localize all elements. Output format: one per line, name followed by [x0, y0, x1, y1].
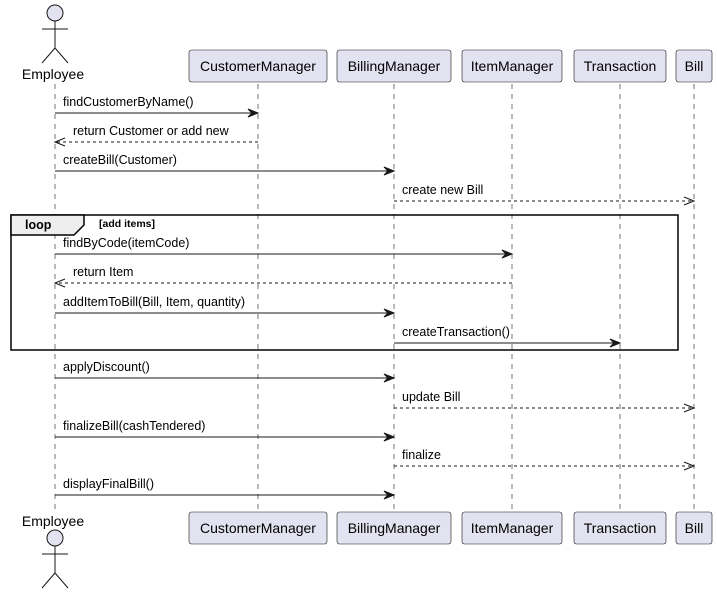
participant-box	[336, 511, 452, 545]
message-label: addItemToBill(Bill, Item, quantity)	[63, 295, 245, 309]
message-return-customer-or-add-new: return Customer or add new	[53, 124, 258, 147]
message-finalizebill-cashtendered: finalizeBill(cashTendered)	[55, 419, 396, 442]
top-participant-billingmanager: BillingManager	[336, 49, 452, 83]
bottom-participant-transaction: Transaction	[573, 511, 667, 545]
actor-head-icon	[46, 4, 64, 22]
message-label: createBill(Customer)	[63, 153, 177, 167]
message-update-bill: update Bill	[394, 390, 696, 413]
participant-box	[336, 49, 452, 83]
lifelines	[54, 84, 695, 512]
participant-label: BillingManager	[348, 58, 441, 74]
actor-body-icon	[41, 546, 69, 589]
participant-box	[461, 511, 563, 545]
loop-frame	[10, 214, 679, 351]
loop-fragment: loop [add items]	[10, 214, 679, 351]
participant-box	[675, 511, 713, 545]
actor-label: Employee	[22, 513, 84, 529]
top-participant-itemmanager: ItemManager	[461, 49, 563, 83]
participant-box	[675, 49, 713, 83]
actor-label: Employee	[22, 66, 84, 82]
message-return-item: return Item	[53, 265, 512, 288]
message-label: finalize	[402, 448, 441, 462]
bottom-participant-billingmanager: BillingManager	[336, 511, 452, 545]
participant-label: Bill	[685, 58, 704, 74]
actor-head-icon	[46, 529, 64, 547]
arrowhead-icon	[609, 338, 622, 348]
participant-label: Transaction	[584, 520, 657, 536]
message-label: applyDiscount()	[63, 360, 150, 374]
arrowhead-icon	[383, 432, 396, 442]
message-label: update Bill	[402, 390, 460, 404]
participant-box	[573, 511, 667, 545]
message-label: createTransaction()	[402, 325, 510, 339]
arrowhead-icon	[383, 490, 396, 500]
arrowhead-icon	[683, 403, 696, 413]
participant-label: Transaction	[584, 58, 657, 74]
loop-condition: [add items]	[99, 218, 155, 230]
message-applydiscount: applyDiscount()	[55, 360, 396, 383]
loop-title: loop	[25, 218, 52, 232]
participant-box	[188, 49, 328, 83]
arrowhead-icon	[383, 373, 396, 383]
bottom-employee-actor: Employee	[22, 513, 84, 589]
loop-tab	[10, 214, 85, 236]
arrowhead-icon	[501, 249, 514, 259]
arrowhead-icon	[683, 196, 696, 206]
participants-bottom: Employee CustomerManager BillingManager Ite…	[22, 511, 713, 589]
participant-label: BillingManager	[348, 520, 441, 536]
message-label: findByCode(itemCode)	[63, 236, 189, 250]
participant-label: Bill	[685, 520, 704, 536]
message-create-new-bill: create new Bill	[394, 183, 696, 206]
bottom-participant-customermanager: CustomerManager	[188, 511, 328, 545]
bottom-participant-itemmanager: ItemManager	[461, 511, 563, 545]
message-label: displayFinalBill()	[63, 477, 154, 491]
message-displayfinalbill: displayFinalBill()	[55, 477, 396, 500]
arrowhead-icon	[683, 461, 696, 471]
top-participant-customermanager: CustomerManager	[188, 49, 328, 83]
arrowhead-icon	[53, 278, 66, 288]
message-label: findCustomerByName()	[63, 95, 194, 109]
fragments-layer: loop [add items]	[10, 214, 679, 351]
message-additemtobill-bill-item-quantity: addItemToBill(Bill, Item, quantity)	[55, 295, 396, 318]
message-label: create new Bill	[402, 183, 483, 197]
message-createtransaction: createTransaction()	[394, 325, 622, 348]
participant-label: ItemManager	[471, 520, 554, 536]
top-participant-bill: Bill	[675, 49, 713, 83]
arrowhead-icon	[247, 108, 260, 118]
participant-label: CustomerManager	[200, 520, 316, 536]
message-finalize: finalize	[394, 448, 696, 471]
participant-label: CustomerManager	[200, 58, 316, 74]
message-findbycode-itemcode: findByCode(itemCode)	[55, 236, 514, 259]
top-employee-actor: Employee	[22, 4, 84, 82]
arrowhead-icon	[383, 166, 396, 176]
messages: findCustomerByName() return Customer or a…	[53, 95, 696, 500]
message-label: return Item	[73, 265, 133, 279]
actor-body-icon	[41, 21, 69, 64]
message-createbill-customer: createBill(Customer)	[55, 153, 396, 176]
arrowhead-icon	[53, 137, 66, 147]
top-participant-transaction: Transaction	[573, 49, 667, 83]
participant-box	[573, 49, 667, 83]
participants-top: Employee CustomerManager BillingManager Ite…	[22, 4, 713, 83]
participant-box	[188, 511, 328, 545]
participant-box	[461, 49, 563, 83]
message-label: finalizeBill(cashTendered)	[63, 419, 205, 433]
message-findcustomerbyname: findCustomerByName()	[55, 95, 260, 118]
participant-label: ItemManager	[471, 58, 554, 74]
arrowhead-icon	[383, 308, 396, 318]
bottom-participant-bill: Bill	[675, 511, 713, 545]
message-label: return Customer or add new	[73, 124, 230, 138]
